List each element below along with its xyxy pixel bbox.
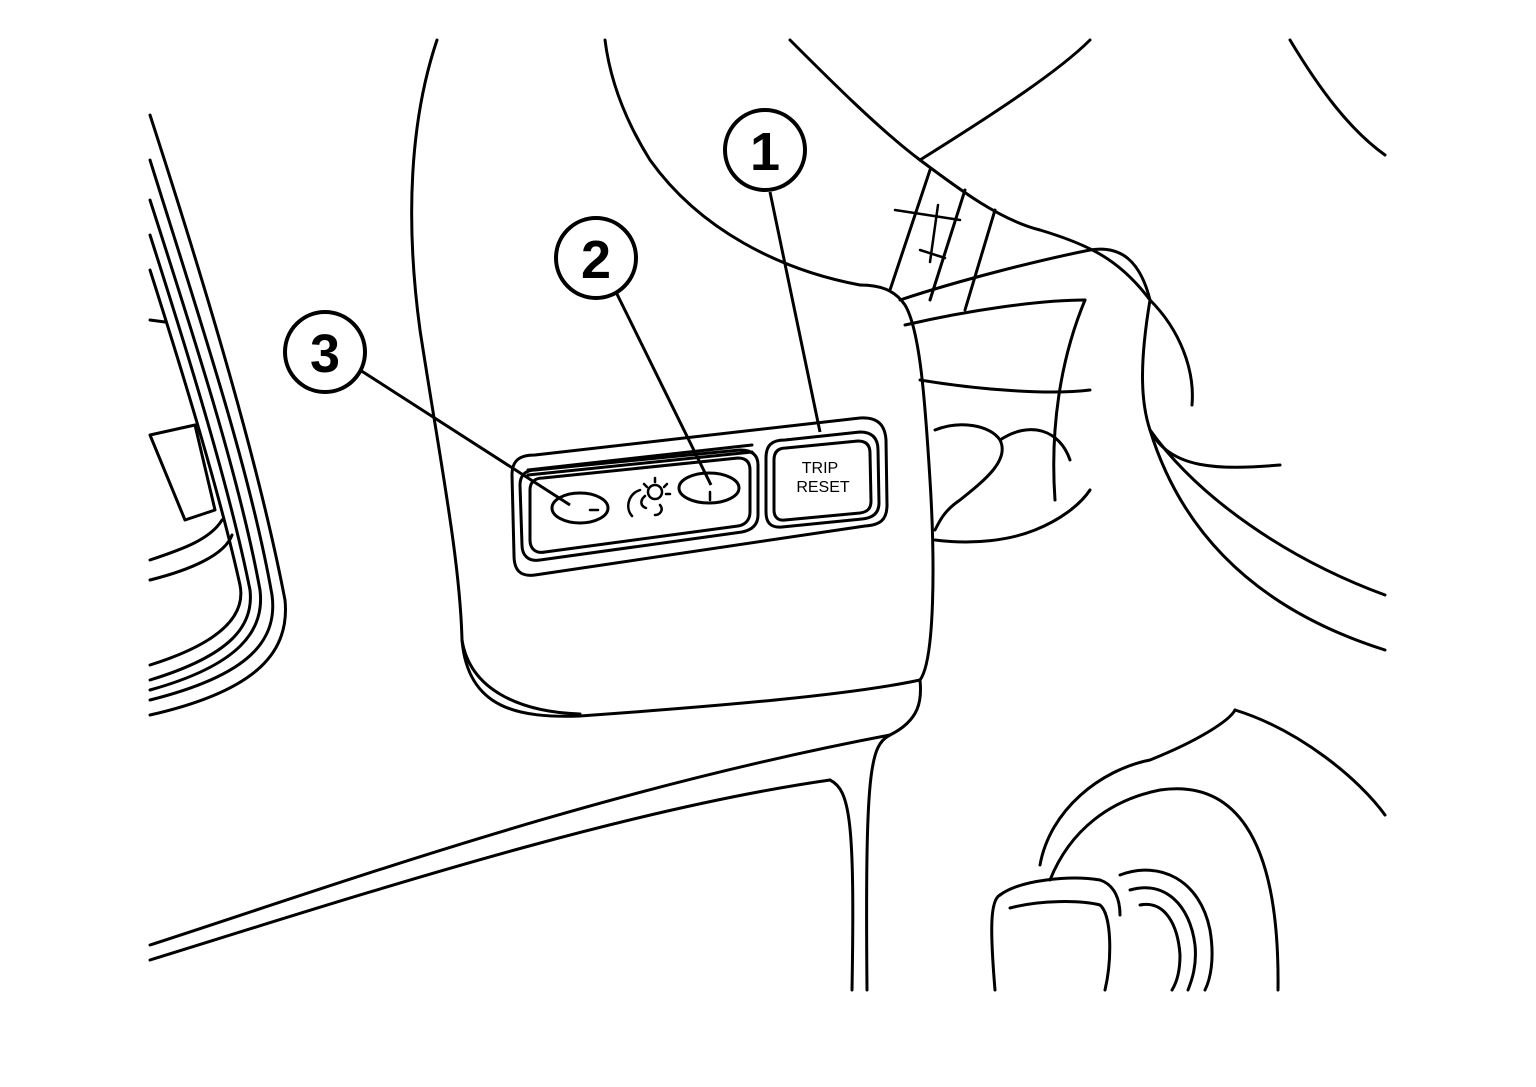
trip-reset-button[interactable]: TRIP RESET [764,430,881,529]
illumination-switch[interactable] [518,448,760,562]
callout-1-number: 1 [750,122,780,182]
lower-dash-lines [148,733,892,992]
callout-1: 1 [723,108,807,192]
callout-2: 2 [554,216,638,300]
illumination-brighter-button[interactable] [677,471,741,505]
switch-panel [510,416,889,577]
dashboard-pod [410,38,935,737]
steering-column-lines [788,38,1387,652]
illumination-dimmer-button[interactable] [550,491,610,525]
callout-3: 3 [283,310,367,394]
leader-line-3 [359,368,571,507]
leader-lines [359,191,822,507]
trip-reset-label-line2: RESET [796,479,850,496]
trip-reset-label-line1: TRIP [802,460,838,477]
illumination-control-icon [627,476,672,518]
callout-2-number: 2 [581,230,611,290]
leader-line-2 [613,289,713,486]
knob [990,708,1387,992]
callout-3-number: 3 [310,324,340,384]
left-trim-lines [148,113,288,717]
leader-line-1 [768,191,822,433]
